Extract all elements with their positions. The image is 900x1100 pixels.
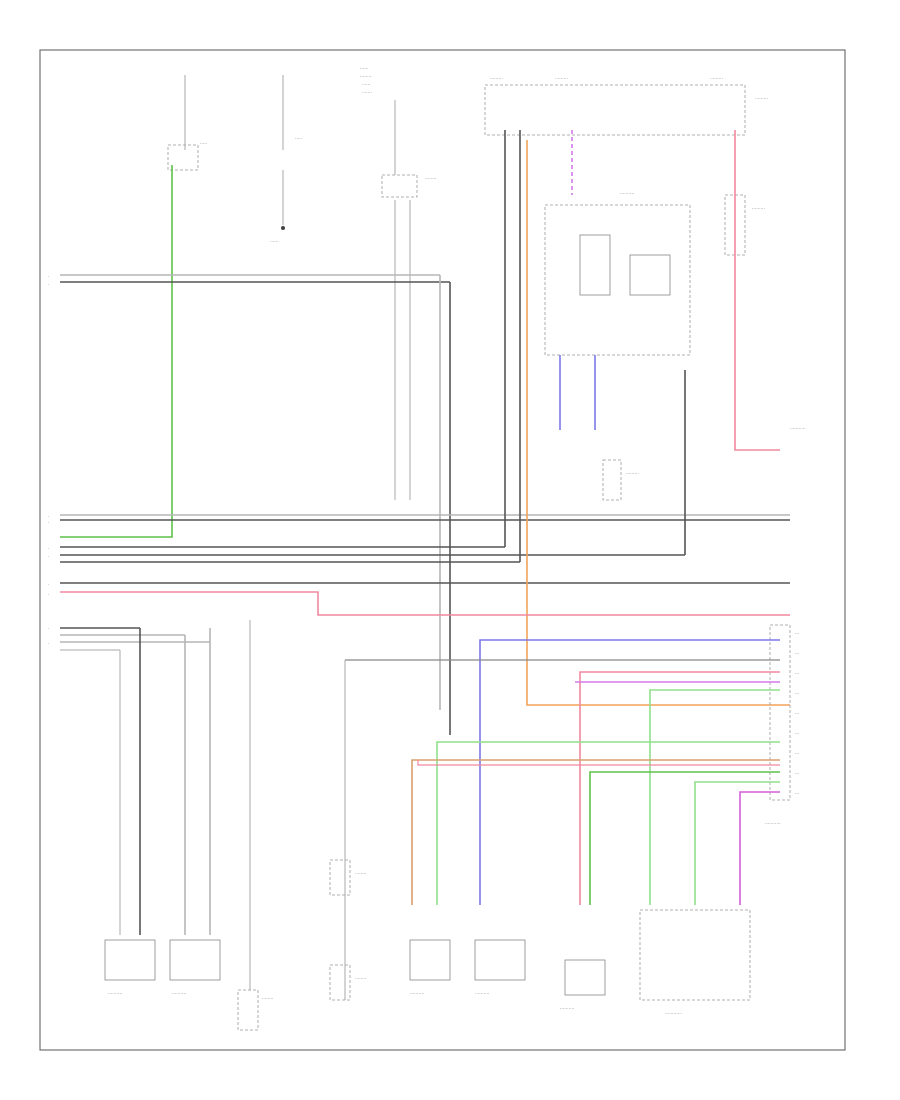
svg-text:······: ······ bbox=[362, 83, 371, 88]
svg-text:···: ··· bbox=[795, 692, 799, 697]
svg-text:·: · bbox=[48, 521, 49, 526]
svg-text:·········: ········· bbox=[755, 97, 768, 102]
wire-pink-mid bbox=[579, 671, 780, 905]
svg-text:·······: ······· bbox=[362, 91, 372, 96]
svg-text:···: ··· bbox=[795, 732, 799, 737]
svg-text:···: ··· bbox=[795, 792, 799, 797]
svg-text:·: · bbox=[48, 275, 49, 280]
svg-text:·········: ········· bbox=[710, 77, 723, 82]
svg-text:······: ······ bbox=[270, 240, 279, 245]
svg-text:·: · bbox=[48, 547, 49, 552]
svg-text:·: · bbox=[48, 627, 49, 632]
svg-text:········: ········ bbox=[425, 177, 436, 182]
svg-text:·········: ········· bbox=[752, 207, 765, 212]
svg-text:···: ··· bbox=[795, 672, 799, 677]
bottom-label-6: ············ bbox=[665, 1012, 682, 1017]
wire-pink-top bbox=[734, 130, 780, 451]
svg-text:·········: ········· bbox=[490, 77, 503, 82]
svg-text:·····: ····· bbox=[200, 142, 207, 147]
sensor-mid bbox=[602, 459, 622, 501]
svg-text:·: · bbox=[48, 583, 49, 588]
wire-pink-low bbox=[417, 760, 780, 766]
wire-lightgreen-2 bbox=[436, 741, 780, 905]
wire-magenta bbox=[739, 791, 780, 905]
svg-text:······: ······ bbox=[360, 67, 369, 72]
fuse-box: ········· ········· ········· ········· bbox=[484, 77, 768, 136]
svg-text:·········: ········· bbox=[626, 472, 639, 477]
bottom-label-3: ·········· bbox=[410, 992, 424, 997]
svg-text:········: ········ bbox=[355, 977, 366, 982]
svg-text:···: ··· bbox=[795, 632, 799, 637]
svg-text:·: · bbox=[48, 593, 49, 598]
svg-text:·: · bbox=[48, 555, 49, 560]
top-left-switches: ····· ····· ······ bbox=[167, 75, 302, 245]
svg-text:···: ··· bbox=[795, 772, 799, 777]
svg-text:·: · bbox=[48, 642, 49, 647]
wire-orange bbox=[526, 140, 790, 706]
diagram-frame bbox=[39, 49, 846, 1051]
bottom-components: ·········· ·········· ········ ········ … bbox=[104, 859, 751, 1031]
wire-blue bbox=[479, 639, 780, 905]
wire-green bbox=[60, 165, 173, 538]
bottom-label-4: ·········· bbox=[475, 992, 489, 997]
svg-text:··········: ·········· bbox=[620, 192, 634, 197]
svg-text:·: · bbox=[48, 515, 49, 520]
wire-lightgreen-1 bbox=[649, 689, 780, 905]
left-markers: · · · · · · · · · · bbox=[48, 275, 49, 647]
module-box: ·········· bbox=[544, 192, 691, 356]
svg-text:········: ········ bbox=[360, 75, 371, 80]
svg-text:·········: ········· bbox=[555, 77, 568, 82]
bottom-label-2: ·········· bbox=[172, 992, 186, 997]
svg-text:···: ··· bbox=[795, 652, 799, 657]
svg-text:·····: ····· bbox=[295, 137, 302, 142]
wire-lightgreen-3 bbox=[694, 781, 780, 905]
svg-text:···: ··· bbox=[795, 752, 799, 757]
svg-text:·: · bbox=[48, 283, 49, 288]
svg-text:········: ········ bbox=[355, 872, 366, 877]
bottom-label-1: ·········· bbox=[108, 992, 122, 997]
right-connector: ··· ··· ··· ··· ··· ··· ··· ··· ··· ····… bbox=[765, 624, 799, 827]
wire-tan bbox=[411, 759, 780, 905]
svg-text:········: ········ bbox=[262, 997, 273, 1002]
wire-green-2 bbox=[589, 771, 780, 905]
svg-text:···: ··· bbox=[795, 712, 799, 717]
bottom-label-5: ·········· bbox=[560, 1007, 574, 1012]
svg-text:···········: ··········· bbox=[790, 427, 806, 432]
wire-pink-long bbox=[60, 591, 790, 616]
svg-text:···········: ··········· bbox=[765, 822, 781, 827]
top-relay: ······ ········ ······ ······· ········ bbox=[360, 67, 436, 500]
